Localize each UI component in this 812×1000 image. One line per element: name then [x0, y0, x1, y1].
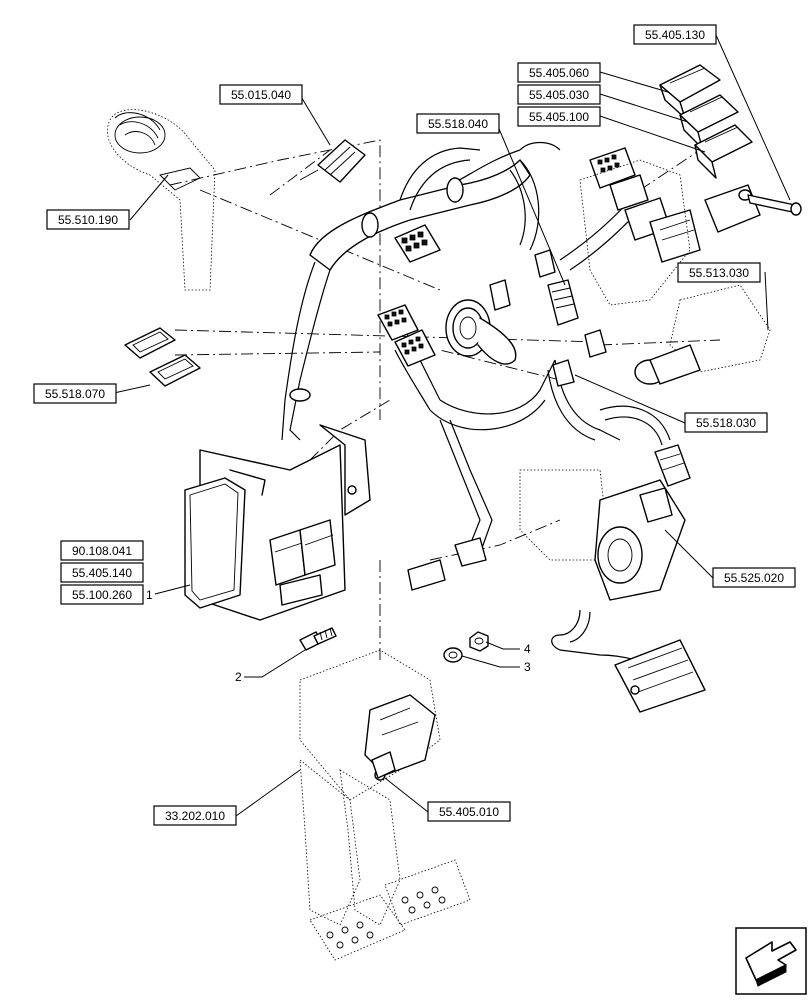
callout-55-518-070[interactable]: 55.518.070 — [33, 383, 117, 404]
item-number-4: 4 — [524, 642, 531, 656]
svg-text:90.108.041: 90.108.041 — [72, 544, 132, 558]
steering-column — [107, 109, 216, 291]
connector-015-040 — [299, 139, 366, 183]
callout-55-525-020[interactable]: 55.525.020 — [712, 567, 796, 588]
plug-d — [489, 249, 556, 311]
fasteners — [299, 627, 489, 663]
top-right-connectors — [589, 147, 701, 263]
svg-text:55.405.100: 55.405.100 — [529, 110, 589, 124]
washer-3 — [443, 647, 463, 663]
callout-55-015-040[interactable]: 55.015.040 — [219, 84, 303, 105]
harness-connectors — [377, 147, 701, 591]
control-module — [184, 424, 371, 621]
svg-text:55.405.140: 55.405.140 — [72, 566, 132, 580]
alignment-lines — [169, 139, 721, 660]
callout-55-405-100[interactable]: 55.405.100 — [517, 106, 601, 127]
round-connector — [445, 299, 517, 365]
callout-55-405-030[interactable]: 55.405.030 — [517, 84, 601, 105]
item-number-1: 1 — [146, 588, 153, 602]
svg-text:55.100.260: 55.100.260 — [72, 588, 132, 602]
svg-text:55.405.010: 55.405.010 — [439, 805, 499, 819]
pedal-bracket — [299, 649, 441, 801]
callout-55-518-040[interactable]: 55.518.040 — [416, 113, 500, 134]
svg-text:55.405.060: 55.405.060 — [529, 66, 589, 80]
nut-4 — [469, 631, 489, 652]
switch-030 — [679, 94, 739, 149]
bolt-2 — [299, 627, 337, 651]
small-plug-e — [552, 329, 607, 387]
callout-90-108-041[interactable]: 90.108.041 — [60, 540, 144, 561]
callout-55-405-060[interactable]: 55.405.060 — [517, 62, 601, 83]
callout-55-405-130[interactable]: 55.405.130 — [633, 24, 717, 45]
pedal-pad-dots — [326, 886, 446, 949]
connector-block-b — [377, 304, 419, 341]
callout-55-510-190[interactable]: 55.510.190 — [46, 209, 130, 230]
svg-text:55.513.030: 55.513.030 — [689, 266, 749, 280]
svg-text:55.510.190: 55.510.190 — [58, 213, 118, 227]
svg-text:55.525.020: 55.525.020 — [724, 571, 784, 585]
callout-55-513-030[interactable]: 55.513.030 — [677, 262, 761, 283]
callout-55-405-010[interactable]: 55.405.010 — [427, 801, 511, 822]
brake-pedals — [299, 759, 471, 961]
callout-55-405-140[interactable]: 55.405.140 — [60, 562, 144, 583]
svg-text:55.518.040: 55.518.040 — [428, 117, 488, 131]
connector-block-c — [394, 329, 436, 367]
connector-518-040-plug — [547, 279, 579, 326]
connector-518-030-plug — [654, 444, 691, 487]
switch-060 — [659, 64, 721, 119]
callout-33-202-010[interactable]: 33.202.010 — [153, 805, 237, 826]
dash-panel — [579, 159, 771, 385]
switch-130-lever — [704, 184, 802, 233]
accelerator-pedal — [519, 469, 706, 713]
item-number-3: 3 — [524, 660, 531, 674]
callout-55-518-030[interactable]: 55.518.030 — [684, 412, 768, 433]
wiring-harness — [281, 141, 671, 549]
svg-text:55.518.030: 55.518.030 — [696, 416, 756, 430]
next-page-arrow-icon[interactable] — [735, 927, 807, 995]
svg-text:55.405.130: 55.405.130 — [645, 28, 705, 42]
svg-text:55.518.070: 55.518.070 — [45, 387, 105, 401]
connector-block-a — [394, 224, 441, 263]
switch-assemblies — [659, 64, 802, 233]
callout-55-100-260[interactable]: 55.100.260 — [60, 584, 144, 605]
connector-block-f — [407, 537, 487, 591]
svg-text:33.202.010: 33.202.010 — [165, 809, 225, 823]
leader-lines — [113, 34, 791, 817]
switch-100 — [694, 124, 753, 179]
pushbuttons-518-070 — [124, 327, 201, 387]
item-number-2: 2 — [235, 670, 242, 684]
svg-text:55.405.030: 55.405.030 — [529, 88, 589, 102]
svg-text:55.015.040: 55.015.040 — [231, 88, 291, 102]
